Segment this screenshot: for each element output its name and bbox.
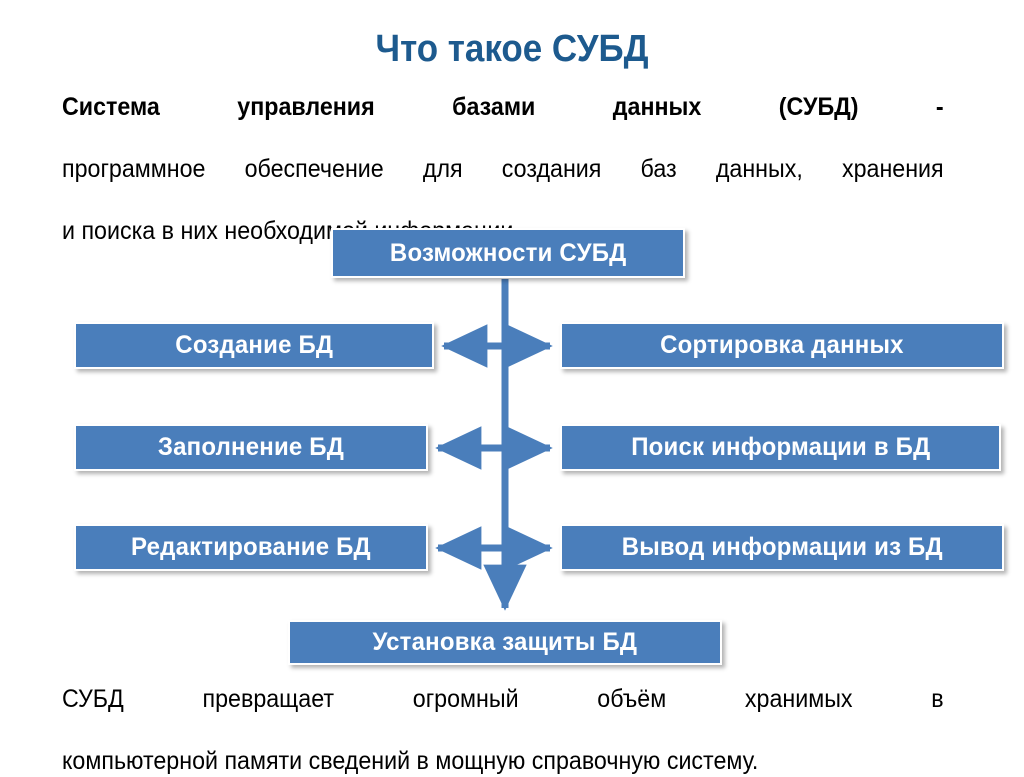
outro-line-1: СУБД превращает огромный объём хранимых … — [62, 684, 944, 746]
node-capabilities-root-label: Возможности СУБД — [389, 238, 627, 267]
node-sort-data-label: Сортировка данных — [660, 331, 904, 359]
intro-line-1-text: Система управления базами данных (СУБД) … — [62, 93, 944, 121]
node-protect-db-label: Установка защиты БД — [372, 628, 638, 656]
node-create-db[interactable]: Создание БД — [74, 322, 434, 369]
outro-line-1-text: СУБД превращает огромный объём хранимых … — [62, 685, 944, 713]
intro-paragraph: Система управления базами данных (СУБД) … — [62, 92, 944, 247]
outro-line-2-text: компьютерной памяти сведений в мощную сп… — [62, 747, 759, 775]
intro-line-1: Система управления базами данных (СУБД) … — [62, 92, 944, 154]
node-fill-db[interactable]: Заполнение БД — [74, 424, 428, 471]
node-sort-data[interactable]: Сортировка данных — [560, 322, 1004, 369]
node-fill-db-label: Заполнение БД — [157, 433, 345, 461]
node-output-info-db[interactable]: Вывод информации из БД — [560, 524, 1004, 571]
node-edit-db[interactable]: Редактирование БД — [74, 524, 428, 571]
node-edit-db-label: Редактирование БД — [131, 533, 371, 561]
node-create-db-label: Создание БД — [175, 331, 333, 359]
outro-paragraph: СУБД превращает огромный объём хранимых … — [62, 684, 944, 777]
intro-line-2-text: программное обеспечение для создания баз… — [62, 155, 944, 183]
intro-line-2: программное обеспечение для создания баз… — [62, 154, 944, 216]
node-search-info-db-label: Поиск информации в БД — [630, 433, 931, 461]
page-title: Что такое СУБД — [375, 28, 649, 70]
node-search-info-db[interactable]: Поиск информации в БД — [560, 424, 1001, 471]
node-output-info-db-label: Вывод информации из БД — [621, 533, 943, 561]
node-protect-db[interactable]: Установка защиты БД — [288, 620, 722, 665]
node-capabilities-root[interactable]: Возможности СУБД — [331, 228, 685, 278]
outro-line-2: компьютерной памяти сведений в мощную сп… — [62, 746, 944, 777]
